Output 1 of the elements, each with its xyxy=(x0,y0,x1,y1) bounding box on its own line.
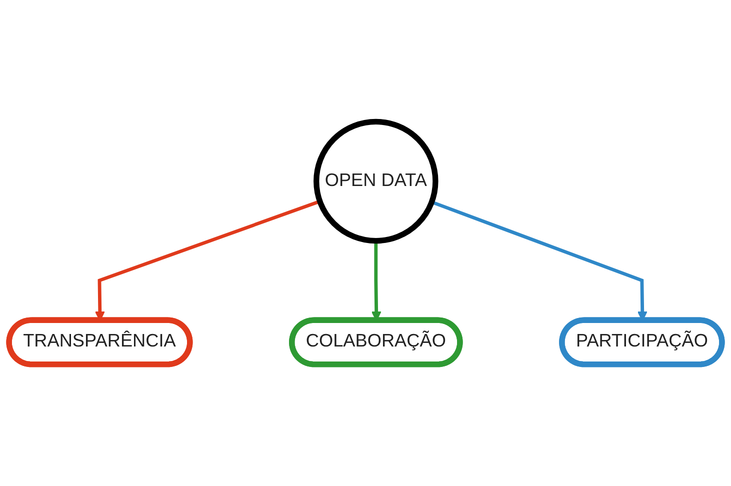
node-circle: OPEN DATA xyxy=(314,118,438,244)
